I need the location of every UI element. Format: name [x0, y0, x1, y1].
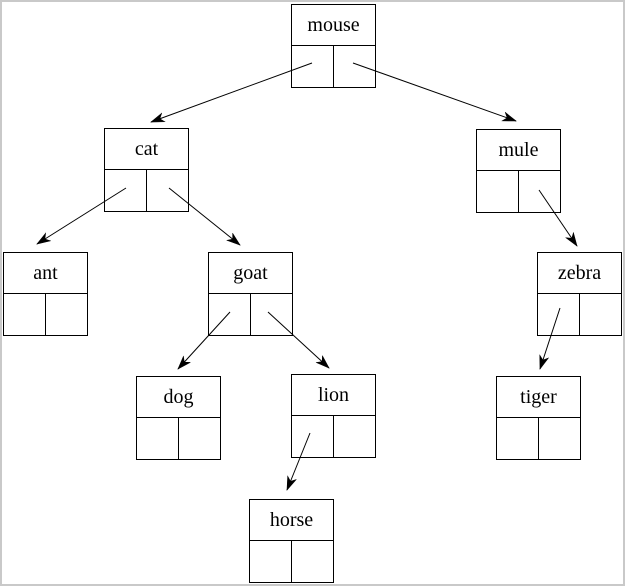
- right-pointer-cell: [292, 541, 333, 582]
- left-pointer-cell: [477, 171, 519, 212]
- node-label: goat: [209, 253, 292, 294]
- pointer-cells: [292, 416, 375, 457]
- node-label: zebra: [538, 253, 621, 294]
- left-pointer-cell: [292, 46, 334, 87]
- left-pointer-cell: [292, 416, 334, 457]
- pointer-cells: [209, 294, 292, 335]
- node-label: lion: [292, 375, 375, 416]
- tree-node-ant: ant: [3, 252, 88, 336]
- pointer-cells: [137, 418, 220, 459]
- left-pointer-cell: [538, 294, 580, 335]
- pointer-cells: [250, 541, 333, 582]
- pointer-cells: [105, 170, 188, 211]
- pointer-cells: [497, 418, 580, 459]
- node-label: horse: [250, 500, 333, 541]
- right-pointer-cell: [251, 294, 292, 335]
- right-pointer-cell: [519, 171, 560, 212]
- tree-node-goat: goat: [208, 252, 293, 336]
- right-pointer-cell: [539, 418, 580, 459]
- right-pointer-cell: [46, 294, 87, 335]
- tree-node-lion: lion: [291, 374, 376, 458]
- right-pointer-cell: [580, 294, 621, 335]
- pointer-cells: [538, 294, 621, 335]
- tree-node-mule: mule: [476, 129, 561, 213]
- node-label: ant: [4, 253, 87, 294]
- node-label: tiger: [497, 377, 580, 418]
- right-pointer-cell: [334, 416, 375, 457]
- left-pointer-cell: [137, 418, 179, 459]
- node-label: dog: [137, 377, 220, 418]
- left-pointer-cell: [497, 418, 539, 459]
- node-label: mouse: [292, 5, 375, 46]
- edge-mouse-left-to-cat: [151, 62, 313, 123]
- tree-node-dog: dog: [136, 376, 221, 460]
- tree-node-cat: cat: [104, 128, 189, 212]
- pointer-cells: [477, 171, 560, 212]
- pointer-cells: [292, 46, 375, 87]
- left-pointer-cell: [105, 170, 147, 211]
- tree-node-horse: horse: [249, 499, 334, 583]
- edge-mouse-right-to-mule: [352, 62, 516, 122]
- right-pointer-cell: [179, 418, 220, 459]
- pointer-cells: [4, 294, 87, 335]
- tree-node-mouse: mouse: [291, 4, 376, 88]
- node-label: cat: [105, 129, 188, 170]
- right-pointer-cell: [334, 46, 375, 87]
- node-label: mule: [477, 130, 560, 171]
- right-pointer-cell: [147, 170, 188, 211]
- tree-node-zebra: zebra: [537, 252, 622, 336]
- left-pointer-cell: [250, 541, 292, 582]
- left-pointer-cell: [209, 294, 251, 335]
- tree-node-tiger: tiger: [496, 376, 581, 460]
- left-pointer-cell: [4, 294, 46, 335]
